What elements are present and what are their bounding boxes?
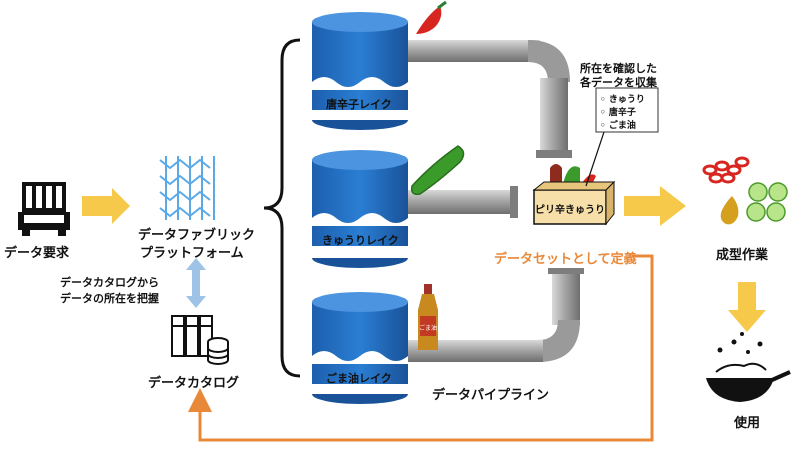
collected-items-box [595, 87, 659, 133]
collect-note-line1: 所在を確認した [580, 62, 657, 75]
arrow-box-to-shaping [624, 186, 686, 226]
collect-note-line2: 各データを収集 [580, 76, 657, 89]
arrow-request-to-fabric [82, 188, 130, 224]
sesame-bottle-label: ごま油 [419, 324, 437, 332]
lake-cucumber-drum [312, 150, 408, 268]
feedback-line [188, 254, 654, 442]
collected-item: ◦ ごま油 [600, 121, 636, 131]
catalog-note-line1: データカタログから [60, 276, 159, 289]
data-catalog-label: データカタログ [148, 376, 240, 391]
collected-item: ◦ きゅうり [600, 95, 645, 105]
truck-icon [18, 182, 70, 236]
fabric-label-line1: データファブリック [138, 228, 256, 243]
lakes-brace [263, 38, 301, 378]
chili-icon [416, 0, 447, 34]
ingredient-box-icon [532, 164, 616, 226]
fabric-label-line2: プラットフォーム [140, 246, 244, 261]
lake-chili-label: 唐辛子レイク [326, 98, 392, 111]
collect-callout-line [585, 125, 607, 187]
shaping-label: 成型作業 [716, 248, 769, 263]
lake-cucumber-label: きゅうりレイク [322, 234, 399, 247]
data-request-label: データ要求 [4, 246, 70, 261]
use-label: 使用 [734, 416, 761, 431]
cucumber-icon [410, 145, 465, 196]
catalog-note-line2: データの所在を把握 [60, 292, 159, 305]
collected-item: ◦ 唐辛子 [600, 108, 636, 118]
catalog-fabric-double-arrow [186, 258, 206, 308]
pipe-top [400, 40, 572, 158]
dataset-definition-label: データセットとして定義 [494, 252, 637, 267]
lake-chili-drum [312, 12, 408, 130]
sesame-oil-bottle-icon [418, 284, 438, 350]
wok-icon [706, 332, 791, 402]
fabric-mesh-icon [159, 156, 215, 220]
box-label: ピリ辛きゅうり [535, 203, 605, 216]
vegetables-icon [702, 156, 788, 225]
lake-sesame-label: ごま油レイク [326, 372, 392, 385]
arrow-shaping-to-use [728, 282, 766, 332]
catalog-server-icon [171, 315, 229, 365]
lake-sesame-drum [312, 292, 408, 404]
pipeline-label: データパイプライン [432, 388, 550, 403]
